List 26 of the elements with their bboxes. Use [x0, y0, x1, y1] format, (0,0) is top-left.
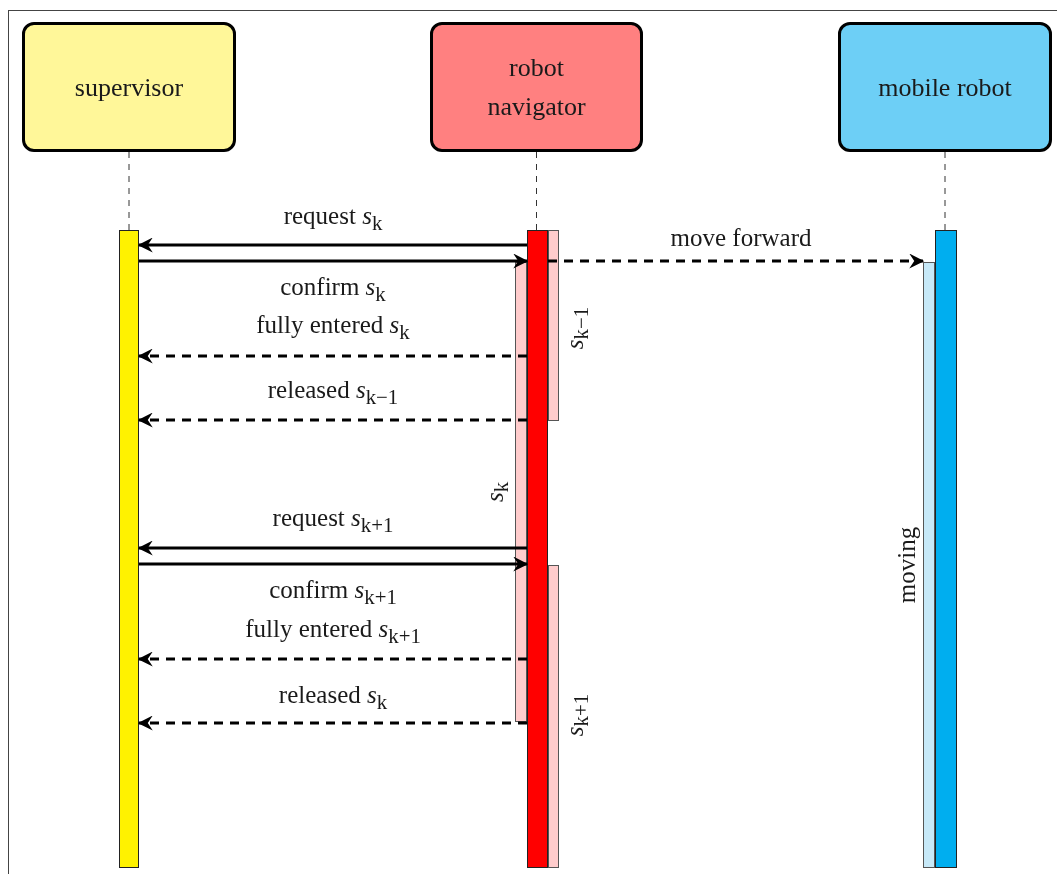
activation-bar: [527, 230, 548, 868]
activation-label: moving: [893, 526, 921, 604]
message-arrow: [137, 540, 527, 556]
lifeline: [536, 151, 537, 231]
message-arrow: [139, 556, 529, 572]
participant-name: mobile robot: [877, 71, 1013, 104]
activation-bar: [515, 262, 527, 722]
message-arrow: [137, 348, 527, 364]
activation-bar: [548, 230, 559, 421]
participant-name: robot navigator: [486, 52, 587, 123]
message-arrow: [137, 651, 527, 667]
participant-name: supervisor: [73, 71, 185, 104]
participant-box: [22, 22, 236, 152]
message-arrow: [137, 237, 527, 253]
participant-box: [838, 22, 1052, 152]
participant-box: [430, 22, 643, 152]
lifeline: [944, 151, 946, 231]
message-arrow: [137, 412, 527, 428]
activation-bar: [935, 230, 957, 868]
activation-bar: [548, 565, 559, 868]
lifeline: [128, 151, 130, 231]
message-arrow: [139, 253, 529, 269]
activation-bar: [119, 230, 139, 868]
message-arrow: [137, 715, 527, 731]
activation-bar: [923, 262, 935, 868]
message-arrow: [548, 253, 925, 269]
